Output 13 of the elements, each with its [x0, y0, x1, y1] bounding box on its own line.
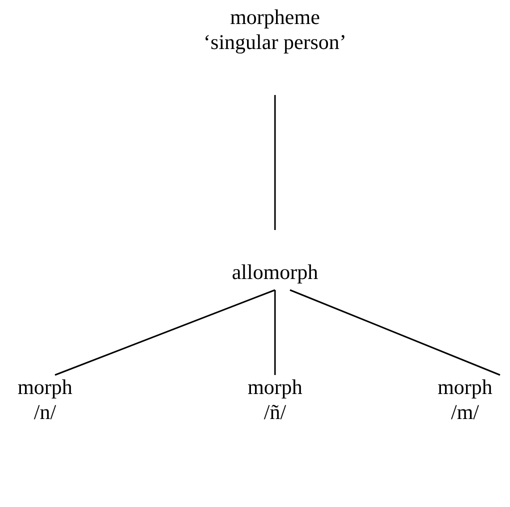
node-gloss: /m/	[450, 400, 480, 425]
node-gloss: /n/	[32, 400, 58, 425]
node-label: allomorph	[230, 260, 320, 285]
node-label: morph	[16, 375, 74, 400]
tree-branch-line	[290, 289, 500, 376]
node-label: morph	[436, 375, 494, 400]
tree-branch-line	[274, 290, 276, 375]
node-label: morph	[246, 375, 304, 400]
tree-branch-line	[54, 289, 276, 376]
tree-branch-line	[274, 95, 276, 230]
node-label: morpheme	[229, 5, 321, 30]
node-gloss: /ñ/	[262, 400, 288, 425]
node-gloss: ‘singular person’	[202, 30, 348, 55]
